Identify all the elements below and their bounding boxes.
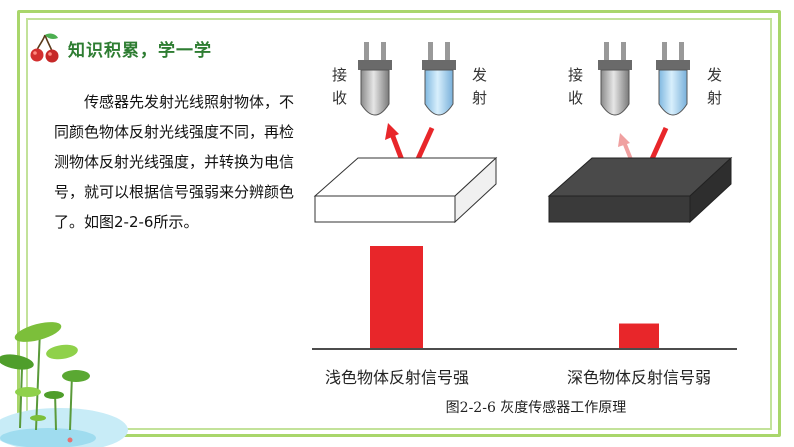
left-receive-label-top: 接: [332, 66, 347, 84]
section-title: 知识积累，学一学: [68, 40, 212, 61]
left-signal-bar: [370, 246, 423, 348]
lotus-pond-illustration: [0, 322, 128, 447]
section-header: 知识积累，学一学: [28, 30, 212, 66]
right-signal-bar: [619, 323, 659, 348]
left-caption: 浅色物体反射信号强: [325, 368, 469, 387]
right-emitter-led: [656, 42, 690, 116]
outer-frame: [17, 10, 781, 437]
dark-object-block: [547, 156, 733, 224]
left-emitter-led: [422, 42, 456, 116]
right-emit-label-top: 发: [707, 66, 722, 84]
right-receive-label-top: 接: [568, 66, 583, 84]
light-object-block: [313, 156, 498, 224]
left-receive-label-bottom: 收: [332, 89, 347, 107]
right-emit-label-bottom: 射: [707, 89, 722, 107]
cherry-icon: [30, 33, 59, 63]
body-paragraph: 传感器先发射光线照射物体，不同颜色物体反射光线强度不同，再检测物体反射光线强度，…: [54, 93, 295, 231]
right-receiver-led: [598, 42, 632, 116]
right-receive-label-bottom: 收: [568, 89, 583, 107]
figure-caption: 图2-2-6 灰度传感器工作原理: [446, 399, 627, 416]
left-emit-label-bottom: 射: [472, 89, 487, 107]
left-receiver-led: [358, 42, 392, 116]
inner-frame: [26, 18, 772, 430]
left-emit-label-top: 发: [472, 66, 487, 84]
right-caption: 深色物体反射信号弱: [567, 368, 711, 387]
